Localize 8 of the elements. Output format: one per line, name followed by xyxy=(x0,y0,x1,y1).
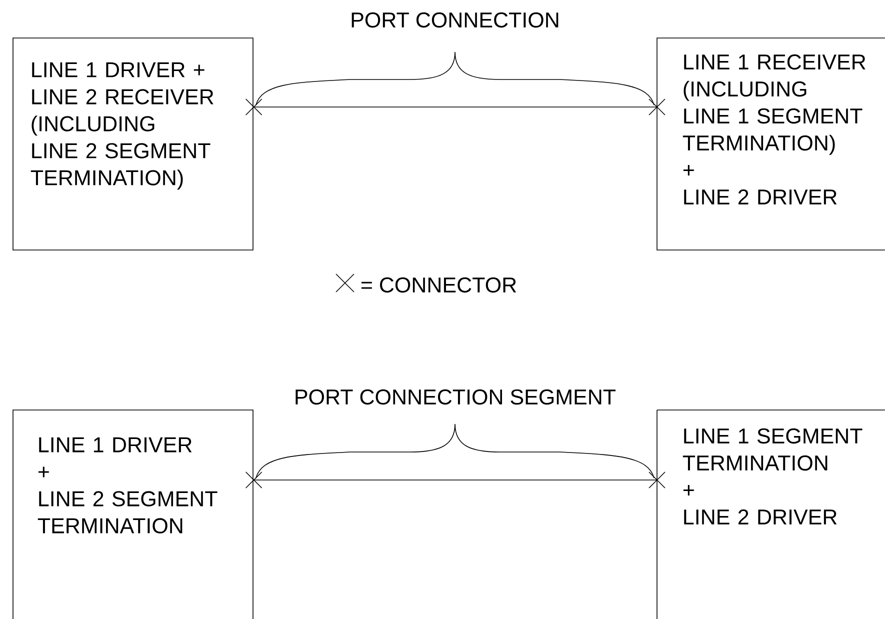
block-box: LINE 1 RECEIVER (INCLUDING LINE 1 SEGMENT TERMINATION) + LINE 2 DRIVER xyxy=(656,38,885,250)
block-box: LINE 1 DRIVER + LINE 2 RECEIVER (INCLUDING LINE 2 SEGMENT TERMINATION) xyxy=(12,38,254,250)
connection-line xyxy=(253,106,658,108)
bracket-label: PORT CONNECTION xyxy=(352,12,558,28)
bracket-label: PORT CONNECTION SEGMENT xyxy=(296,389,616,405)
block-box: LINE 1 SEGMENT TERMINATION + LINE 2 DRIVER xyxy=(656,410,885,619)
legend-text: = CONNECTOR xyxy=(361,277,516,293)
block-box: LINE 1 DRIVER + LINE 2 SEGMENT TERMINATION xyxy=(12,410,254,619)
